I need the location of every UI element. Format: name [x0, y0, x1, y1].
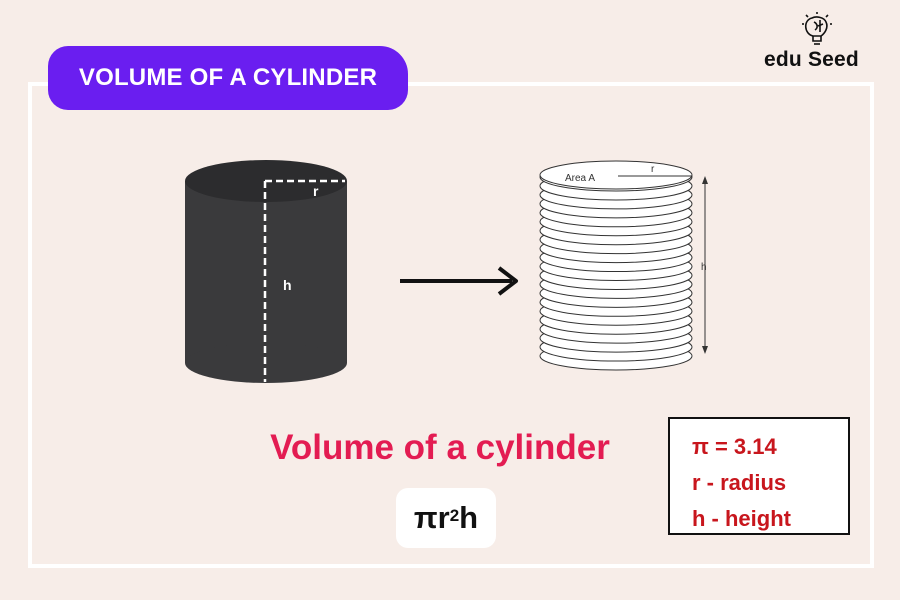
- page-title: VOLUME OF A CYLINDER: [48, 46, 408, 110]
- formula-tail: h: [459, 500, 479, 535]
- solid-cylinder: [185, 160, 347, 383]
- solid-height-label: h: [283, 277, 292, 293]
- height-dimension-line: [702, 176, 708, 354]
- stacked-radius-label: r: [651, 164, 655, 175]
- stacked-height-label: h: [701, 262, 707, 273]
- legend-box: π = 3.14 r - radius h - height: [668, 417, 850, 535]
- logo-text: edu Seed: [764, 48, 859, 71]
- eduseed-logo: edu Seed: [758, 10, 878, 71]
- stacked-cylinder: [539, 162, 693, 371]
- lightbulb-brain-icon: [802, 12, 832, 45]
- legend-item-radius: r - radius: [692, 470, 787, 495]
- formula-heading: Volume of a cylinder: [270, 428, 610, 467]
- formula-base: πr: [413, 500, 450, 535]
- arrow-right-icon: [400, 266, 518, 296]
- stacked-top: [539, 160, 693, 190]
- legend-item-pi: π = 3.14: [692, 434, 777, 459]
- formula-exponent: 2: [449, 506, 460, 525]
- area-label: Area A: [565, 173, 595, 184]
- solid-radius-label: r: [313, 183, 319, 199]
- legend-item-height: h - height: [692, 506, 791, 531]
- content-frame: [28, 82, 874, 568]
